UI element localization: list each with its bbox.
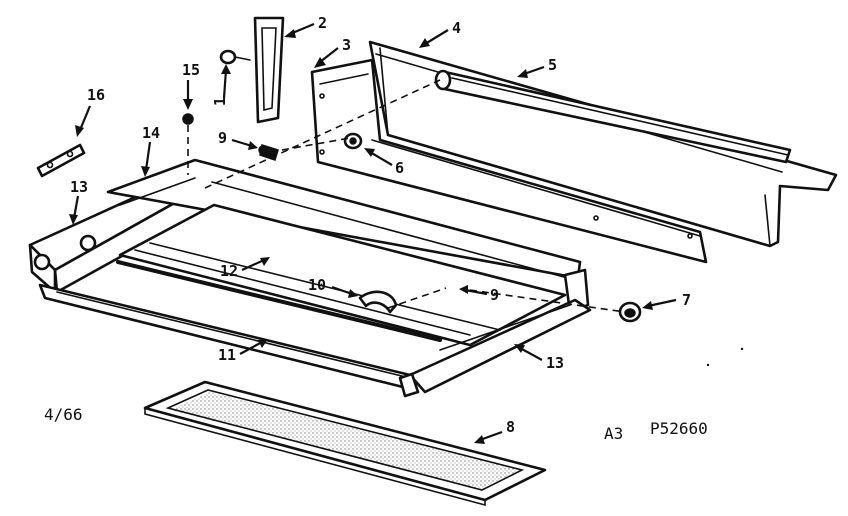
callout-5: 5: [517, 56, 557, 78]
callout-13-right: 13: [514, 344, 564, 372]
part-9-screw-upper: [258, 144, 279, 161]
svg-text:8: 8: [506, 418, 515, 436]
svg-text:12: 12: [220, 262, 238, 280]
callout-3: 3: [314, 36, 351, 68]
part-15-pin: [182, 113, 194, 125]
part-5-trim-rod: [434, 69, 792, 164]
sheet-code: A3: [604, 424, 623, 443]
svg-text:13: 13: [70, 178, 88, 196]
callout-16: 16: [75, 86, 105, 137]
drawing-number: P52660: [650, 419, 708, 438]
svg-text:14: 14: [142, 124, 160, 142]
callout-12: 12: [220, 257, 270, 280]
svg-text:13: 13: [546, 354, 564, 372]
svg-text:15: 15: [182, 61, 200, 79]
part-3-side-channel: [310, 58, 708, 264]
svg-text:16: 16: [87, 86, 105, 104]
part-7-knob: [618, 301, 642, 323]
svg-text:4: 4: [452, 19, 461, 37]
svg-text:1: 1: [211, 97, 229, 106]
svg-text:7: 7: [682, 291, 691, 309]
svg-text:9: 9: [218, 129, 227, 147]
main-frame: [28, 158, 592, 398]
part-6-nut: [343, 132, 363, 150]
callout-13-left: 13: [69, 178, 88, 225]
callout-14: 14: [141, 124, 160, 177]
callout-7: 7: [642, 291, 691, 310]
callout-8: 8: [474, 418, 515, 444]
svg-text:3: 3: [342, 36, 351, 54]
callout-9-upper: 9: [218, 129, 258, 150]
svg-text:9: 9: [490, 286, 499, 304]
date-code: 4/66: [44, 405, 83, 424]
callout-6: 6: [364, 148, 404, 177]
callout-15: 15: [182, 61, 200, 110]
callout-2: 2: [284, 14, 327, 38]
callout-11: 11: [218, 339, 268, 364]
svg-text:6: 6: [395, 159, 404, 177]
svg-text:2: 2: [318, 14, 327, 32]
callout-1: 1: [211, 64, 231, 106]
part-8-filter-tray: [143, 380, 547, 507]
svg-text:5: 5: [548, 56, 557, 74]
part-16-clip: [36, 143, 86, 178]
svg-text:10: 10: [308, 276, 326, 294]
part-2-vertical-bracket: [253, 16, 285, 124]
callout-10: 10: [308, 276, 358, 298]
callout-4: 4: [419, 19, 461, 48]
svg-text:11: 11: [218, 346, 236, 364]
part-1-screw: [219, 49, 251, 65]
assembly-lines: [187, 79, 626, 313]
callout-9-lower: 9: [459, 285, 499, 304]
